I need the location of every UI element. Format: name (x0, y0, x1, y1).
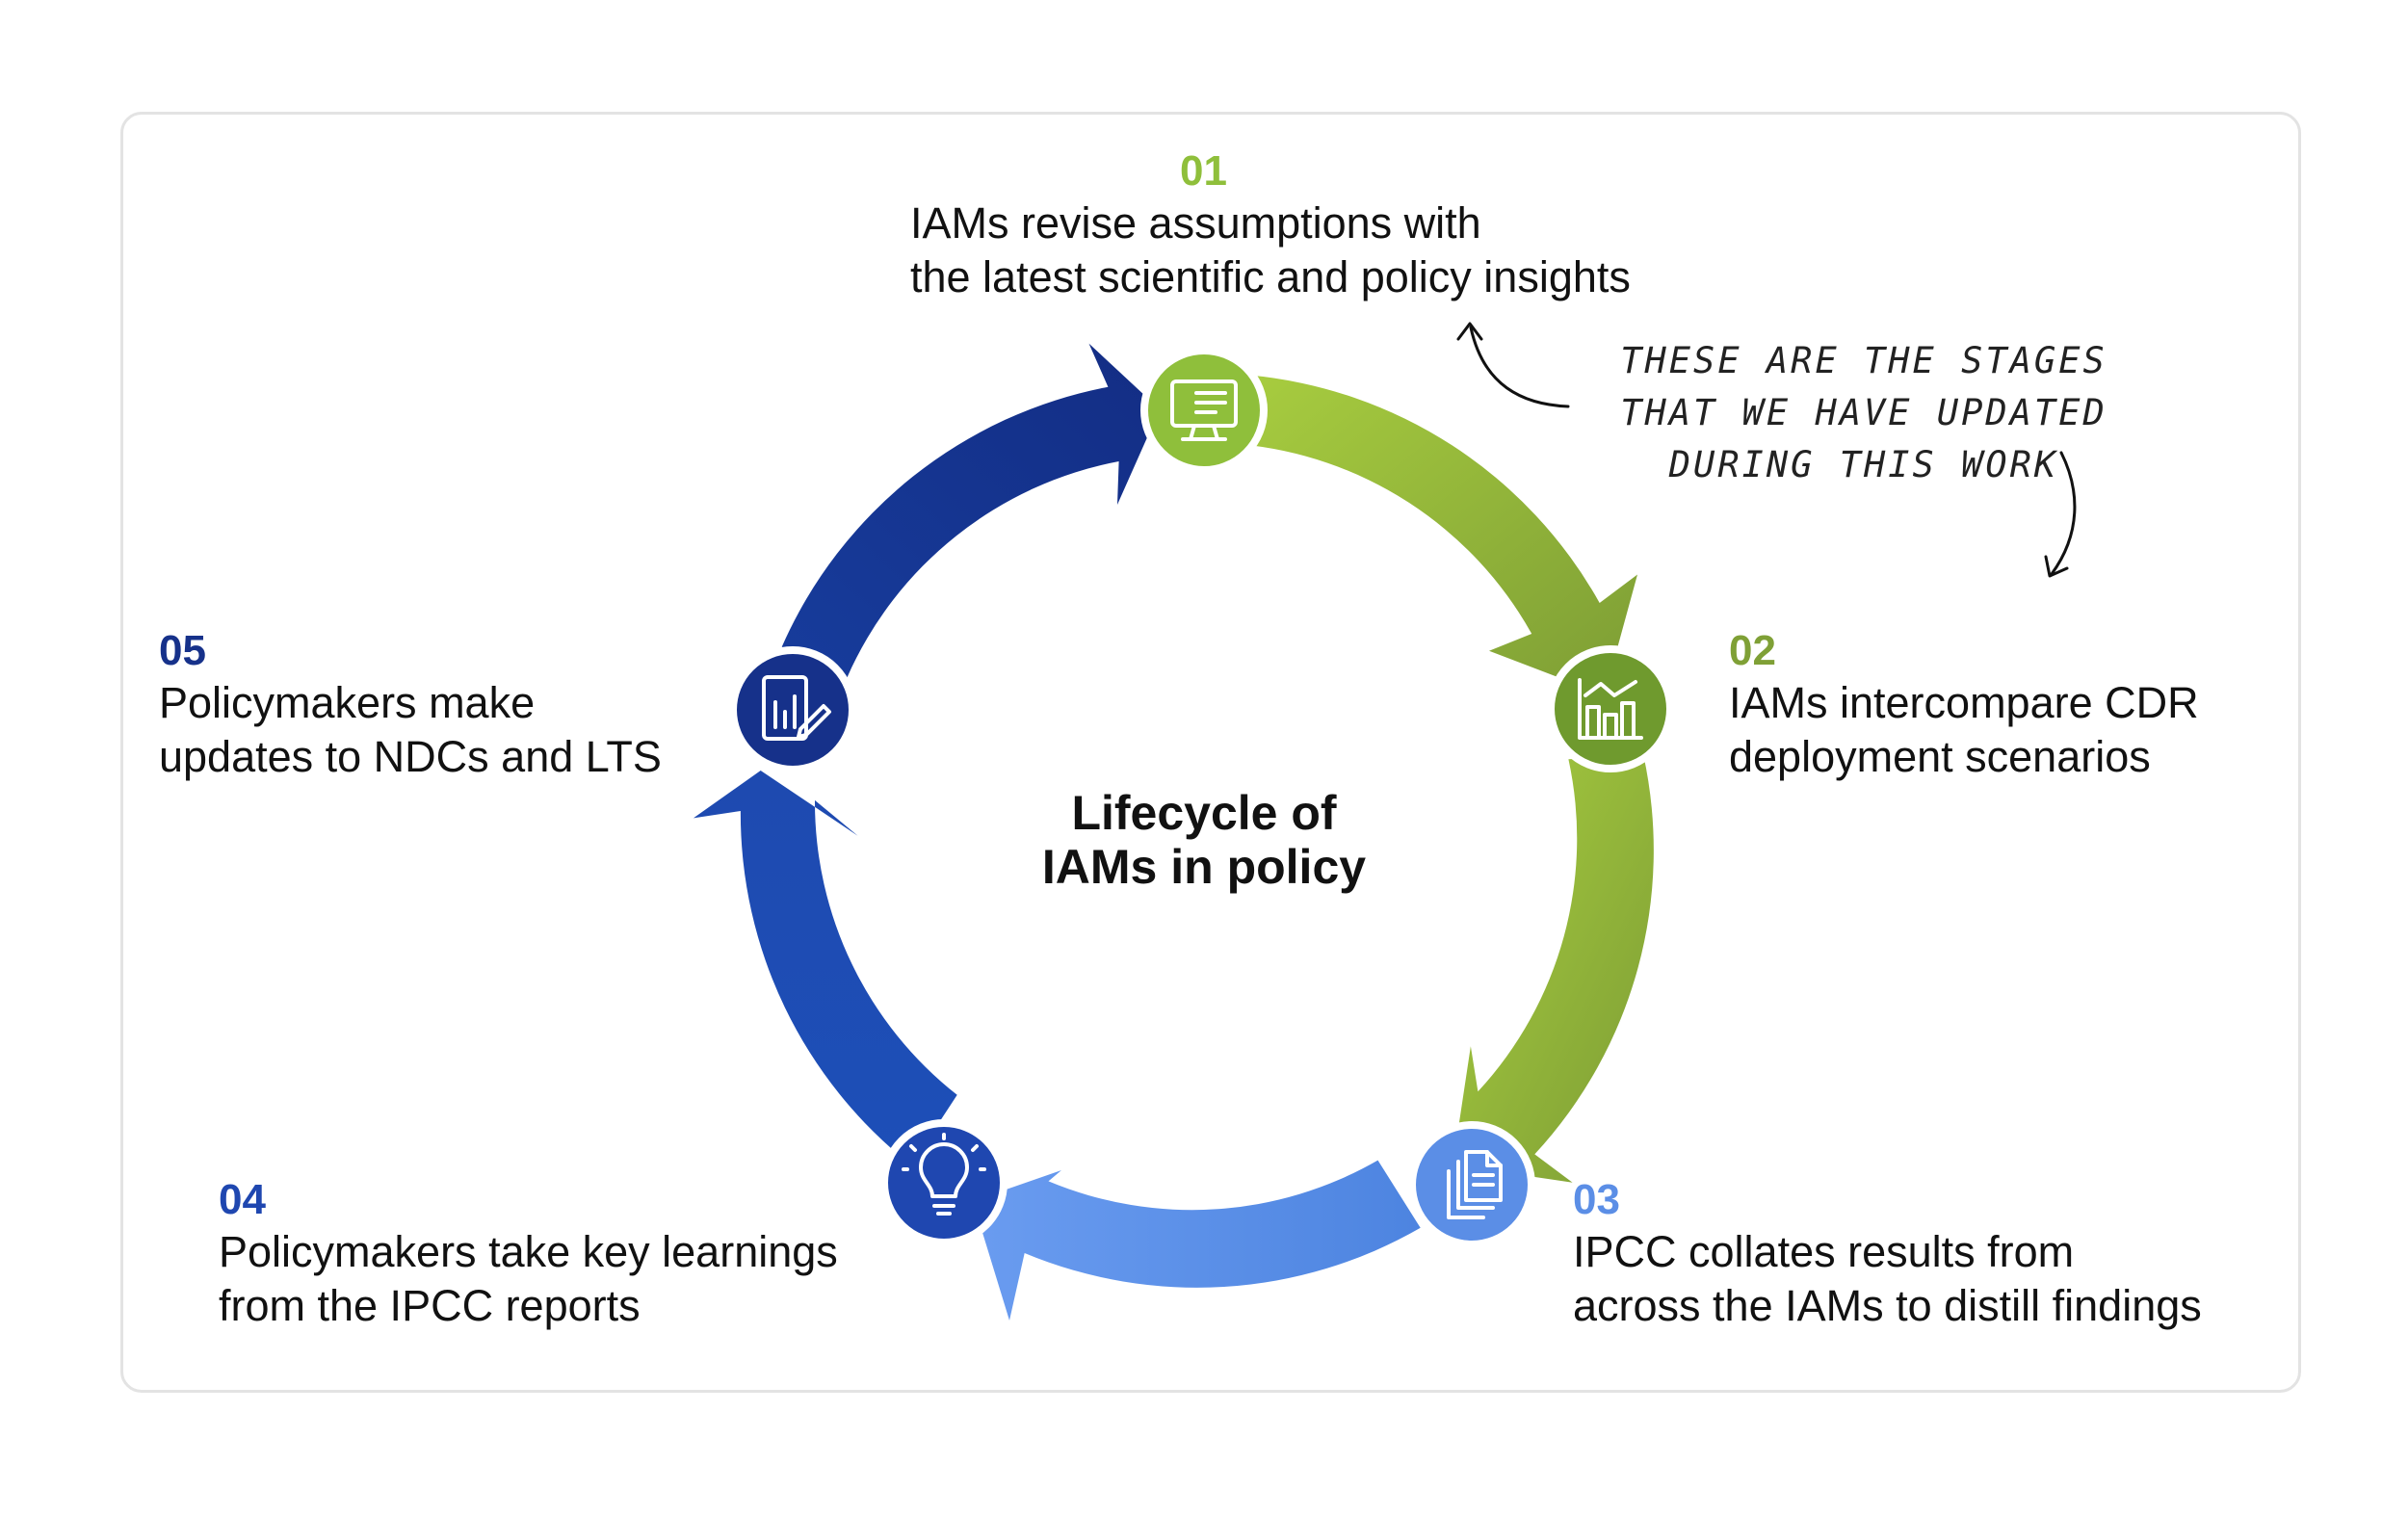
handwritten-annotation: THESE ARE THE STAGES THAT WE HAVE UPDATE… (1556, 335, 2172, 491)
bar-chart-icon (1578, 678, 1643, 740)
documents-icon (1447, 1150, 1503, 1219)
stage-text-line1: IAMs intercompare CDR (1729, 678, 2199, 727)
stage-05-node (729, 646, 856, 773)
stage-number: 04 (219, 1176, 266, 1223)
annotation-line2: THAT WE HAVE UPDATED (1620, 392, 2107, 433)
stage-text-line1: IAMs revise assumptions with (910, 198, 1481, 248)
stage-03-node (1408, 1121, 1535, 1248)
stage-text-line2: from the IPCC reports (219, 1281, 641, 1330)
diagram-title: Lifecycle of IAMs in policy (963, 786, 1445, 894)
arrow-01-to-02 (1239, 375, 1637, 695)
annotation-arrow-left-head (1456, 322, 1483, 341)
stage-02-label: 02 IAMs intercompare CDR deployment scen… (1729, 626, 2199, 784)
stage-01-node (1140, 347, 1268, 474)
stage-text-line2: updates to NDCs and LTS (159, 732, 662, 781)
lightbulb-icon (902, 1133, 986, 1216)
stage-02-node (1547, 645, 1674, 772)
stage-03-label: 03 IPCC collates results from across the… (1573, 1175, 2202, 1333)
annotation-arrow-right-head (2044, 555, 2069, 578)
stage-text-line1: Policymakers make (159, 678, 536, 727)
arrow-02-to-03 (1453, 754, 1654, 1183)
arrow-05-to-01 (781, 343, 1160, 678)
stage-text-line1: IPCC collates results from (1573, 1227, 2075, 1276)
annotation-arrow-left (1469, 326, 1570, 408)
stage-number: 01 (1180, 147, 1227, 195)
annotation-line3: DURING THIS WORK (1668, 444, 2059, 485)
annotation-line1: THESE ARE THE STAGES (1620, 340, 2107, 381)
annotation-arrow-right (2050, 451, 2077, 576)
stage-text-line2: across the IAMs to distill findings (1573, 1281, 2202, 1330)
diagram-title-line2: IAMs in policy (1041, 840, 1367, 894)
stage-text-line1: Policymakers take key learnings (219, 1227, 838, 1276)
stage-04-node (880, 1119, 1008, 1246)
stage-04-label: 04 Policymakers take key learnings from … (219, 1175, 838, 1333)
diagram-card (120, 112, 2301, 1393)
report-edit-icon (762, 675, 831, 741)
stage-number: 05 (159, 627, 206, 674)
arrow-04-to-05 (693, 771, 957, 1165)
stage-01-label: 01 IAMs revise assumptions with the late… (910, 146, 1631, 304)
arrow-03-to-04 (973, 1160, 1421, 1321)
stage-number: 03 (1573, 1176, 1620, 1223)
diagram-title-line1: Lifecycle of (1071, 786, 1337, 840)
monitor-icon (1170, 379, 1238, 441)
stage-text-line2: the latest scientific and policy insight… (910, 252, 1631, 301)
stage-text-line2: deployment scenarios (1729, 732, 2151, 781)
stage-05-label: 05 Policymakers make updates to NDCs and… (159, 626, 662, 784)
stage-number: 02 (1729, 627, 1776, 674)
